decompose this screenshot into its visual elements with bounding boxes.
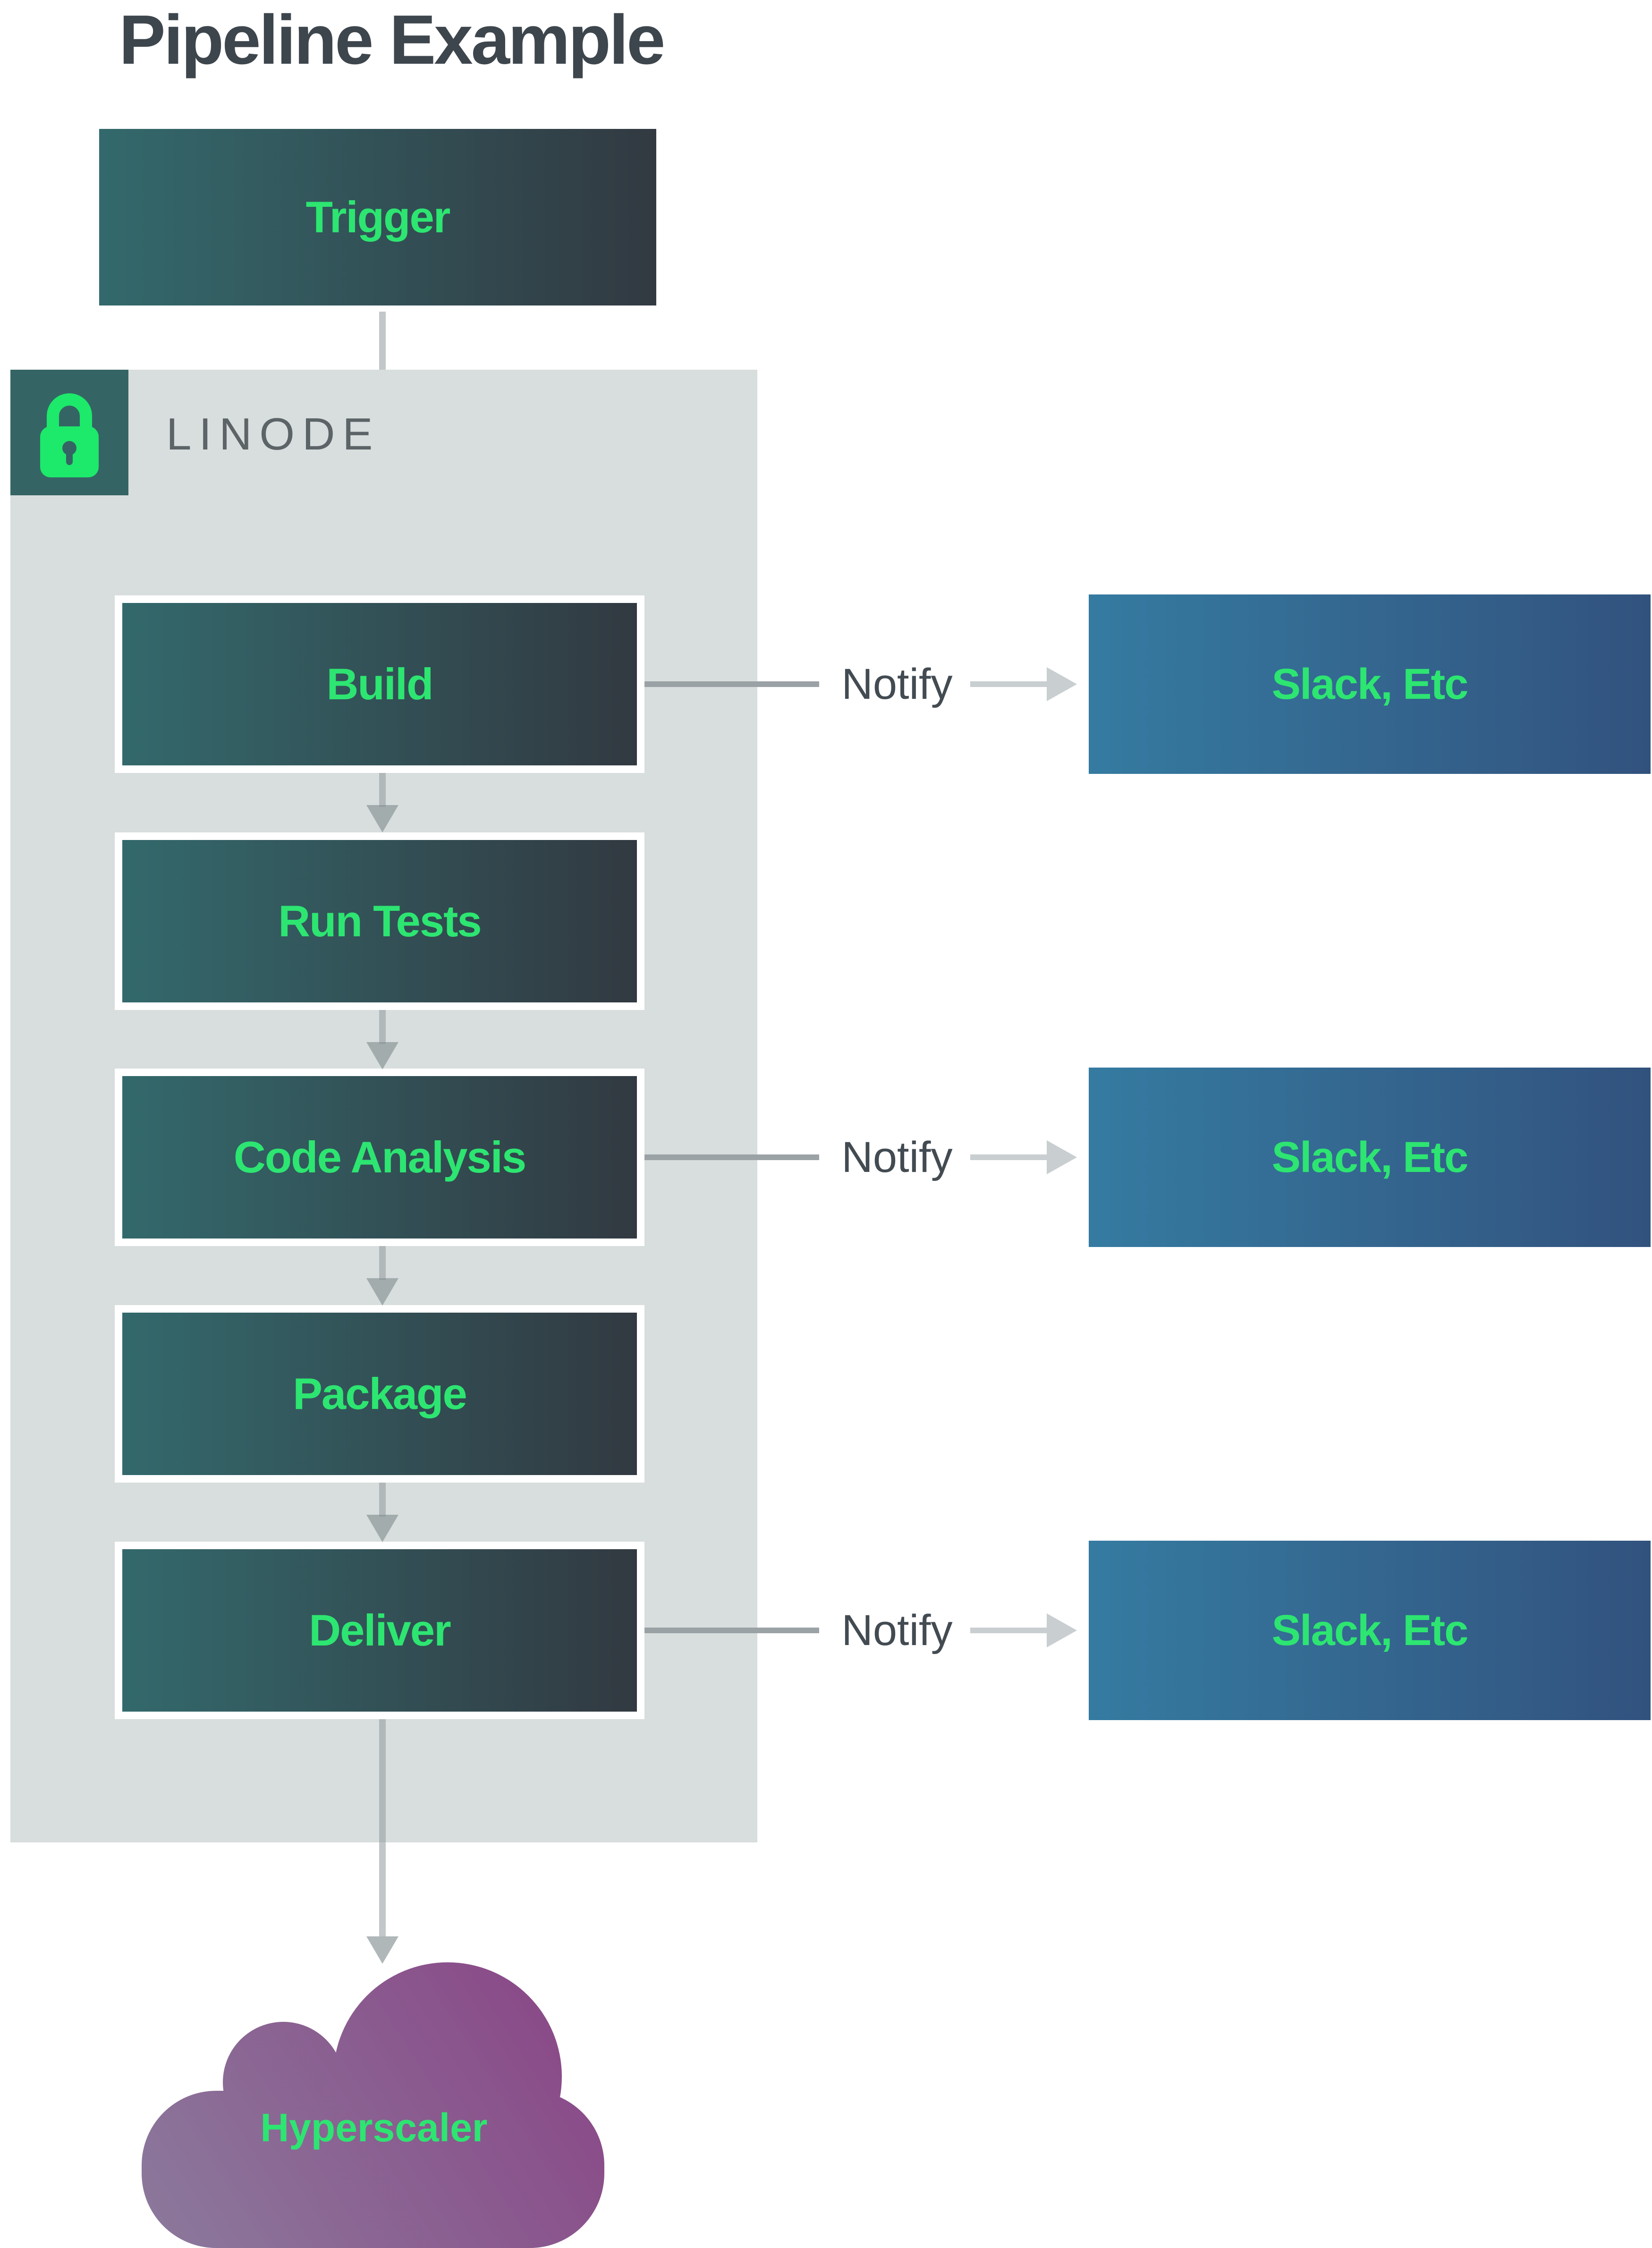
lock-badge [10, 370, 128, 495]
connector-build-to-notify [644, 681, 819, 687]
arrow-package-to-deliver [379, 1483, 386, 1517]
arrow-build-to-run-tests [379, 773, 386, 807]
arrow-deliver-to-hyperscaler [379, 1719, 386, 1936]
slack-label-3: Slack, Etc [1271, 1606, 1469, 1654]
slack-node-1: Slack, Etc [1089, 594, 1651, 774]
arrowhead-deliver-to-hyperscaler [366, 1936, 398, 1964]
arrow-run-tests-to-code-analysis [379, 1010, 386, 1044]
arrow-notify-to-slack-3 [970, 1628, 1047, 1633]
arrowhead-build-to-run-tests [366, 805, 398, 832]
stage-node-build: Build [115, 595, 644, 773]
arrowhead-package-to-deliver [366, 1515, 398, 1542]
arrow-notify-to-slack-1 [970, 681, 1047, 687]
arrowhead-notify-to-slack-1 [1047, 667, 1077, 701]
cloud-shape [142, 1962, 604, 2248]
stage-node-code-analysis: Code Analysis [115, 1069, 644, 1246]
arrowhead-notify-to-slack-3 [1047, 1613, 1077, 1647]
stage-label-run-tests: Run Tests [278, 896, 482, 946]
arrowhead-notify-to-slack-2 [1047, 1140, 1077, 1174]
slack-node-2: Slack, Etc [1089, 1068, 1651, 1247]
slack-node-3: Slack, Etc [1089, 1541, 1651, 1720]
trigger-node: Trigger [99, 129, 656, 305]
stage-label-deliver: Deliver [309, 1605, 451, 1655]
slack-label-1: Slack, Etc [1271, 660, 1469, 708]
stage-label-code-analysis: Code Analysis [233, 1132, 526, 1182]
hyperscaler-label: Hyperscaler [261, 2105, 488, 2150]
stage-label-build: Build [326, 659, 434, 709]
lock-icon [40, 393, 99, 477]
notify-label-2: Notify [841, 1133, 953, 1181]
arrowhead-run-tests-to-code-analysis [366, 1042, 398, 1069]
slack-label-2: Slack, Etc [1271, 1133, 1469, 1181]
notify-label-1: Notify [841, 660, 953, 708]
stage-node-run-tests: Run Tests [115, 832, 644, 1010]
notify-label-3: Notify [841, 1606, 953, 1654]
arrow-notify-to-slack-2 [970, 1154, 1047, 1160]
linode-label: LINODE [166, 409, 381, 459]
hyperscaler-cloud: Hyperscaler [142, 1962, 604, 2248]
stage-node-deliver: Deliver [115, 1542, 644, 1719]
arrow-code-analysis-to-package [379, 1246, 386, 1280]
arrowhead-code-analysis-to-package [366, 1278, 398, 1306]
stage-node-package: Package [115, 1305, 644, 1483]
page-title: Pipeline Example [119, 1, 665, 79]
trigger-label: Trigger [305, 192, 451, 242]
connector-code-analysis-to-notify [644, 1154, 819, 1160]
stage-label-package: Package [293, 1369, 467, 1418]
connector-deliver-to-notify [644, 1628, 819, 1633]
